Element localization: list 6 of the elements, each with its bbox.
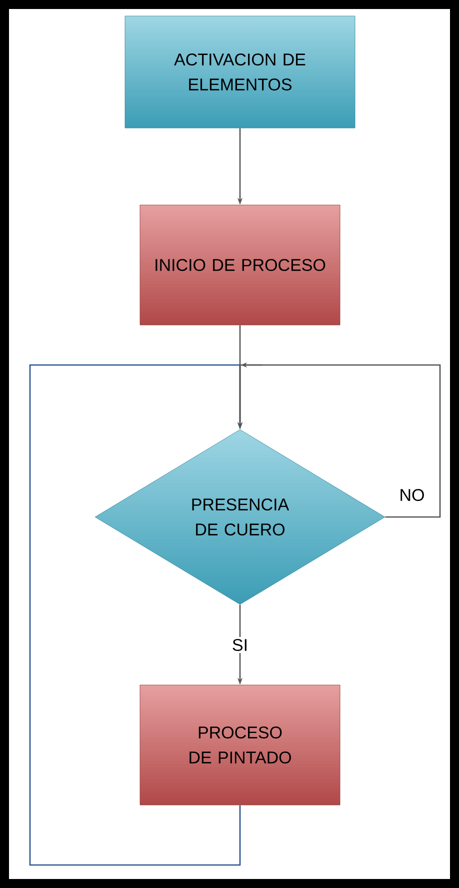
process-box: PROCESO DE PINTADO: [140, 684, 340, 806]
process-box: ACTIVACION DE ELEMENTOS: [124, 16, 356, 128]
edge-label: NO: [397, 487, 427, 504]
arrow: [29, 364, 243, 866]
edge-label: SI: [230, 637, 250, 654]
process-box: INICIO DE PROCESO: [140, 204, 340, 326]
